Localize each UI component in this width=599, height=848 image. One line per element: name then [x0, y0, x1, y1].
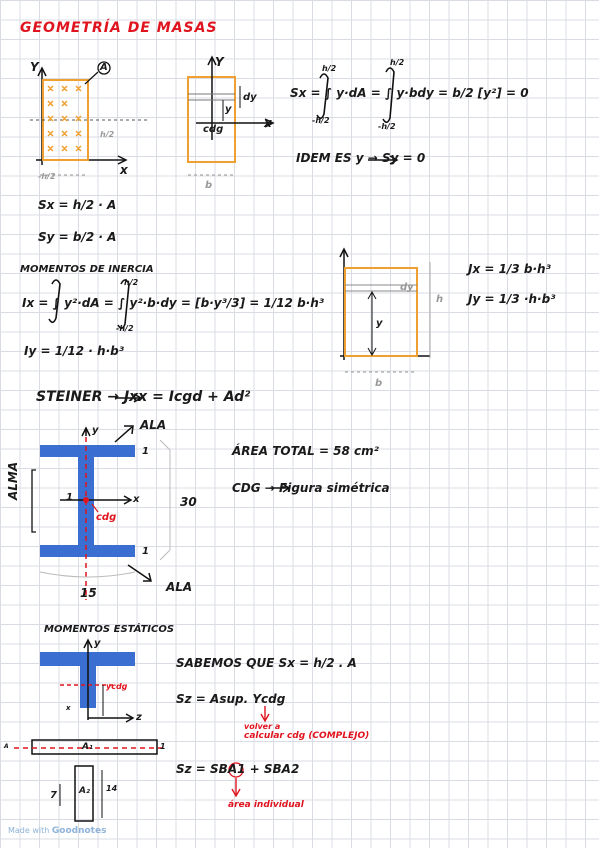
fig2-axis-x: x: [264, 116, 272, 130]
eq-sx-lim-bot-2: -h/2: [378, 122, 396, 131]
fig1-h-half: h/2: [100, 130, 115, 139]
rect-a2: A₂: [79, 786, 90, 796]
eq-sx-lim-top-1: h/2: [322, 64, 337, 73]
rect-label-left: A: [4, 743, 9, 750]
fig2-cdg: cdg: [203, 124, 224, 135]
footer-brand: Goodnotes: [51, 826, 107, 836]
inercia-heading: MOMENTOS DE INERCIA: [20, 264, 154, 275]
fig3-dy: dy: [400, 282, 414, 293]
tbeam-axis-y: y: [94, 638, 101, 649]
sba1-highlight: [228, 762, 244, 778]
rect-dim-14: 14: [106, 784, 118, 793]
eq-sx-lim-bot-1: -h/2: [312, 116, 330, 125]
ibeam-axis-x: x: [133, 494, 140, 505]
fig1-label-a: A: [100, 62, 108, 73]
sy-formula: Sy = b/2 · A: [38, 230, 117, 244]
fig2-axis-y: Y: [215, 55, 224, 69]
area-total: ÁREA TOTAL = 58 cm²: [232, 444, 379, 458]
fig3-b: b: [375, 378, 383, 389]
mass-crosses: [47, 85, 82, 152]
area-individual: área individual: [228, 800, 304, 810]
steiner-formula: STEINER → Jxx = Icgd + Ad²: [36, 389, 251, 405]
fig2-dy: dy: [243, 92, 257, 103]
calcular-text: calcular cdg (COMPLEJO): [244, 731, 370, 741]
tbeam-axis-z: z: [136, 712, 142, 723]
ibeam-axis-y: y: [92, 425, 99, 436]
cdg-symmetric: CDG → Figura simétrica: [232, 481, 390, 495]
ibeam-cdg: cdg: [96, 512, 117, 523]
ibeam-height: 30: [180, 495, 197, 509]
ibeam-alma: ALMA: [6, 461, 20, 500]
fig3-diagram: [339, 247, 431, 373]
sx-formula: Sx = h/2 · A: [38, 198, 117, 212]
estaticos-heading: MOMENTOS ESTÁTICOS: [44, 624, 175, 635]
integral-signs-sx: [316, 67, 395, 124]
fig1-neg-h-half: -h/2: [38, 172, 56, 181]
idem-text: IDEM ES y → Sy = 0: [296, 151, 426, 165]
rect-t1: 1: [160, 742, 166, 751]
eq-ix-lim-top: h/2: [124, 278, 139, 287]
eq-sx-lim-top-2: h/2: [390, 58, 405, 67]
sz-formula-1: Sz = Asup. Ycdg: [176, 692, 286, 706]
ibeam-diagram: [31, 425, 171, 600]
jx-formula: Jx = 1/3 b·h³: [468, 262, 551, 276]
fig3-y: y: [376, 318, 383, 329]
fig1-axis-x: x: [120, 163, 128, 177]
footer-made: Made with: [8, 826, 50, 835]
goodnotes-watermark: Made with Goodnotes: [8, 826, 106, 836]
eq-sx-integral: Sx = ∫ y·dA = ∫ y·bdy = b/2 [y²] = 0: [290, 86, 529, 100]
ibeam-flange-t-top: 1: [142, 446, 149, 457]
eq-iy: Iy = 1/12 · h·b³: [24, 344, 124, 358]
sz-formula-2: Sz = SBA1 + SBA2: [176, 762, 300, 776]
rect-dim-7: 7: [50, 790, 57, 801]
integral-signs-ix: [48, 279, 130, 330]
tbeam-diagram: [40, 638, 135, 723]
ibeam-ala-top: ALA: [140, 418, 167, 432]
ibeam-ala-bot: ALA: [166, 580, 193, 594]
ibeam-web-t: 1: [66, 492, 73, 503]
eq-ix: Ix = ∫ y²·dA = ∫ y²·b·dy = [b·y³/3] = 1/…: [22, 296, 325, 310]
fig1-axis-y: Y: [30, 60, 39, 74]
page-title: GEOMETRÍA DE MASAS: [20, 20, 218, 36]
fig3-h: h: [436, 294, 444, 305]
tbeam-ycdg: ycdg: [106, 682, 128, 691]
fig2-diagram: [187, 55, 275, 176]
ibeam-flange-t-bot: 1: [142, 546, 149, 557]
volver-text: volver a: [244, 722, 281, 731]
tbeam-axis-x: x: [66, 704, 71, 712]
rect-a1: A₁: [82, 742, 93, 752]
fig1-diagram: [30, 61, 148, 176]
jy-formula: Jy = 1/3 ·h·b³: [468, 292, 556, 306]
sabemos-text: SABEMOS QUE Sx = h/2 . A: [176, 656, 357, 670]
fig2-b: b: [205, 180, 213, 191]
fig2-y: y: [225, 104, 232, 115]
ibeam-width: 15: [80, 586, 97, 600]
split-rectangles-diagram: [14, 739, 165, 822]
eq-ix-lim-bot: -h/2: [116, 324, 134, 333]
